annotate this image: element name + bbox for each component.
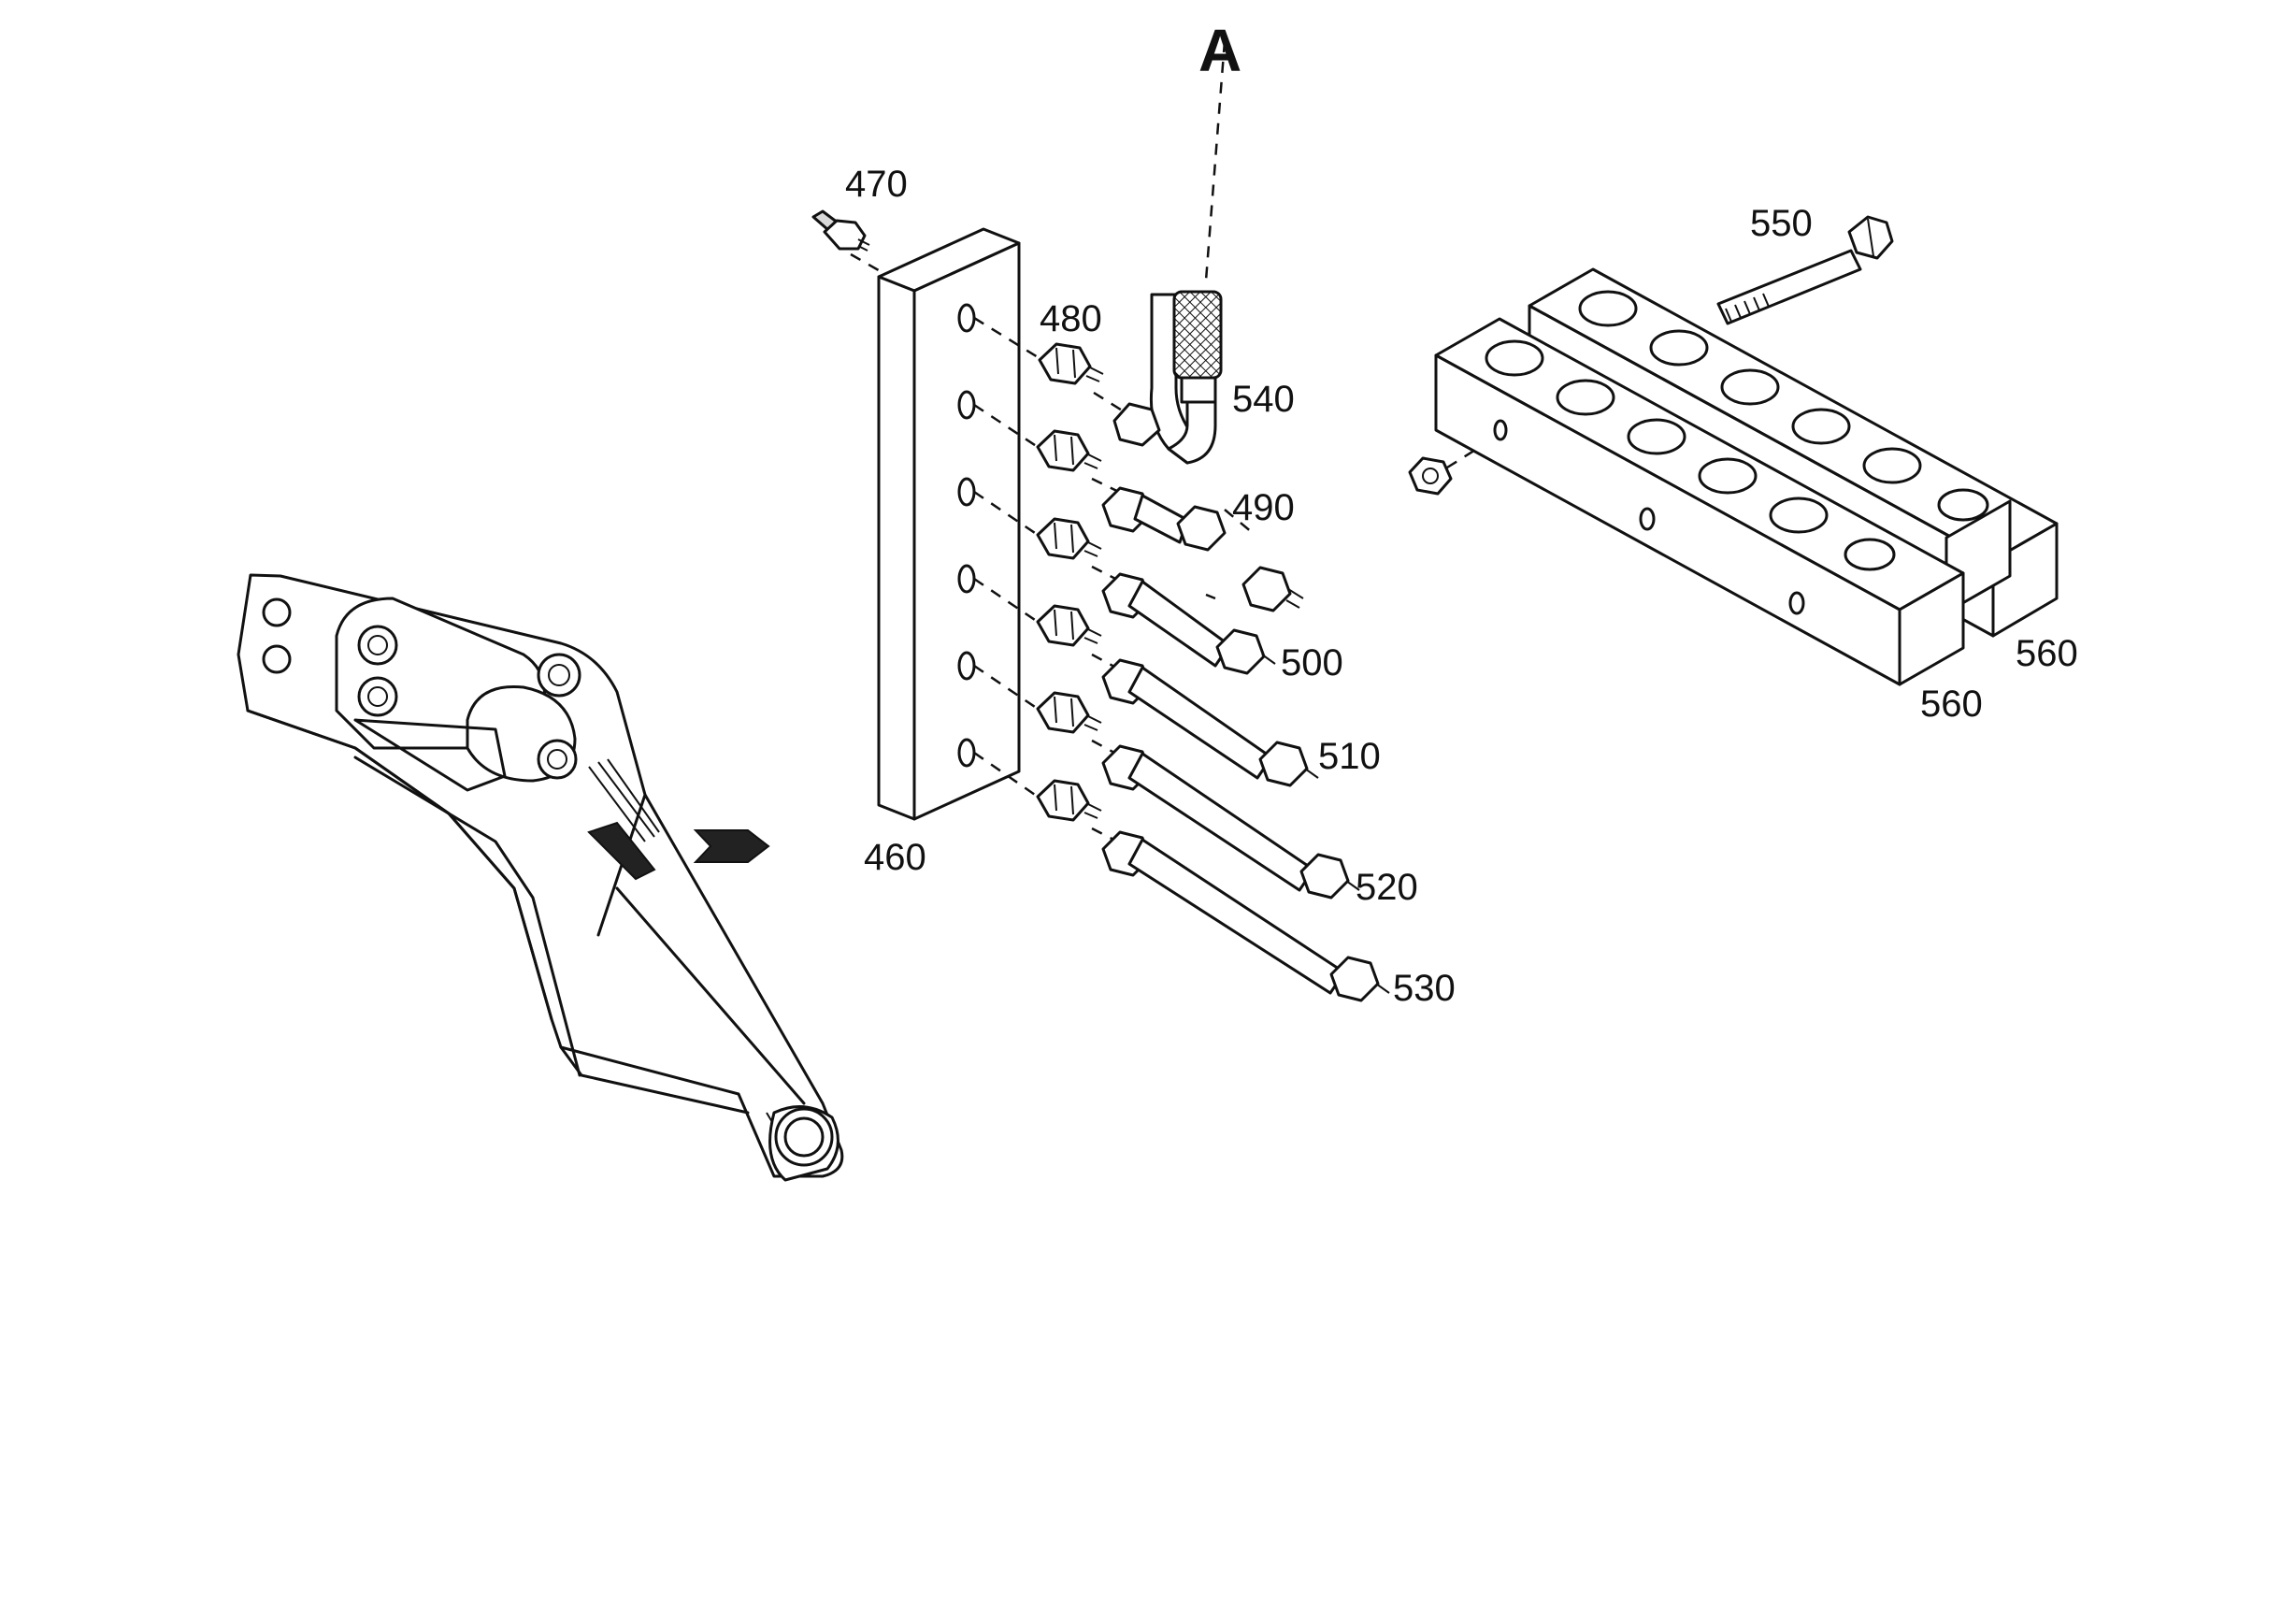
pipe-490: [1101, 486, 1304, 612]
part-label-540: 540: [1232, 379, 1295, 420]
adapter-fittings: [1036, 342, 1104, 822]
part-label-510: 510: [1318, 736, 1381, 777]
part-label-560-front: 560: [1920, 684, 1983, 725]
adapter-480: [1038, 342, 1104, 385]
assembly-guide-lines: [973, 40, 1254, 848]
part-label-520: 520: [1356, 867, 1418, 908]
pipe-520: [1101, 744, 1360, 900]
manifold-block: [877, 227, 1021, 821]
part-label-460: 460: [864, 837, 926, 878]
boom-arm-illustration: [237, 573, 844, 1182]
bolt-550: [1716, 215, 1894, 325]
direction-arrow-icon: [693, 829, 770, 863]
grease-nipple-470: [811, 209, 884, 275]
part-label-490: 490: [1232, 487, 1295, 528]
pipe-530: [1101, 830, 1390, 1002]
pipe-500: [1101, 572, 1276, 675]
hose-540: [1112, 290, 1223, 465]
pipe-510: [1101, 658, 1319, 787]
part-label-550: 550: [1750, 203, 1813, 244]
clamp-block-front: [1434, 317, 1965, 686]
part-label-500: 500: [1281, 642, 1343, 684]
lock-nut: [1408, 447, 1478, 496]
part-label-530: 530: [1393, 968, 1456, 1009]
callout-letter: A: [1198, 17, 1241, 84]
part-label-470: 470: [845, 164, 908, 205]
part-label-480: 480: [1040, 298, 1102, 339]
part-label-560-rear: 560: [2016, 633, 2078, 674]
